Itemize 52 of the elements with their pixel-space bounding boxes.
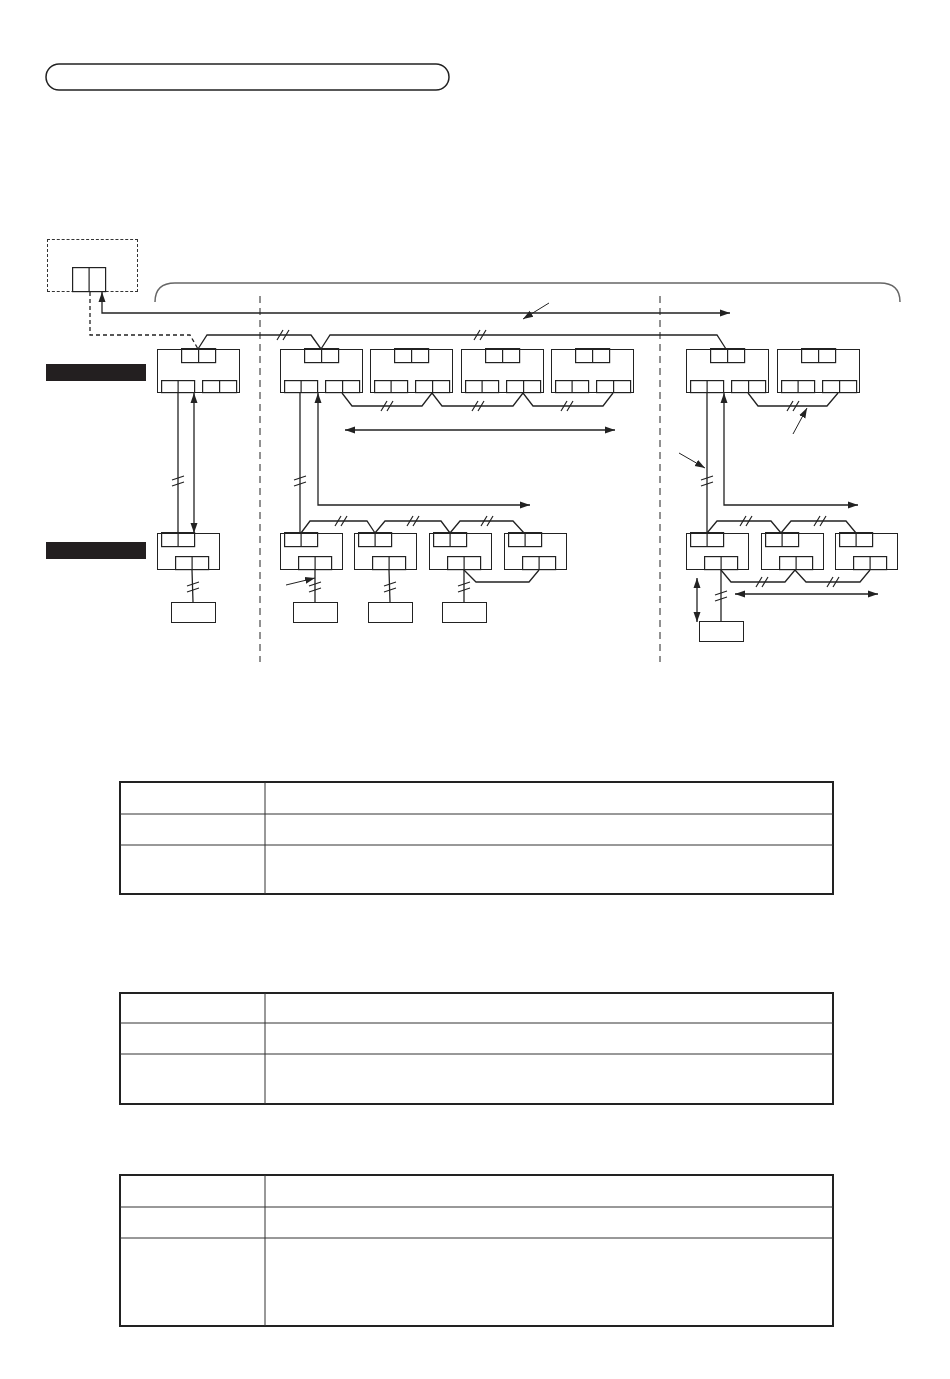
wire-line (449, 515, 525, 534)
unit-box (835, 533, 898, 570)
unit-box (280, 533, 343, 570)
unit-box (354, 533, 417, 570)
wire-line (720, 569, 796, 588)
wire-line (186, 569, 200, 603)
arrow (720, 392, 859, 509)
wire-line (308, 569, 322, 603)
unit-box (429, 533, 492, 570)
wire-line (89, 291, 199, 350)
wire-line (293, 392, 307, 534)
controller-box (442, 602, 487, 623)
arrow (98, 291, 731, 317)
arrow (734, 590, 879, 598)
unit-box (777, 349, 860, 393)
wire-line (700, 392, 714, 534)
wire-line (794, 569, 871, 588)
unit-box (280, 349, 363, 393)
controller-box (171, 602, 216, 623)
controller-box (368, 602, 413, 623)
wire-line (374, 515, 451, 534)
wire-line (747, 392, 839, 412)
unit-box (686, 349, 769, 393)
unit-box (504, 533, 567, 570)
wire-line (706, 515, 782, 534)
unit-box (370, 349, 453, 393)
arrow (693, 577, 701, 623)
unit-box (157, 349, 240, 393)
wire-line (714, 569, 728, 622)
wire-line (341, 392, 433, 412)
wire-line (197, 329, 322, 350)
controller-box (699, 621, 744, 642)
unit-box (686, 533, 749, 570)
unit-box (157, 533, 220, 570)
label-bar (46, 364, 146, 381)
unit-box (761, 533, 824, 570)
wire-line (463, 569, 540, 583)
arrow (314, 392, 531, 509)
label-bar (46, 542, 146, 559)
wire-line (522, 392, 614, 412)
controller-box (293, 602, 338, 623)
dashed-box (47, 239, 138, 292)
wire-line (457, 569, 471, 603)
arrow (190, 392, 198, 534)
wire-line (780, 515, 857, 534)
wire-line (300, 515, 376, 534)
wire-line (320, 329, 727, 350)
unit-box (551, 349, 634, 393)
unit-box (461, 349, 544, 393)
wire-line (431, 392, 524, 412)
wire-line (171, 392, 185, 534)
wire-line (383, 569, 397, 603)
